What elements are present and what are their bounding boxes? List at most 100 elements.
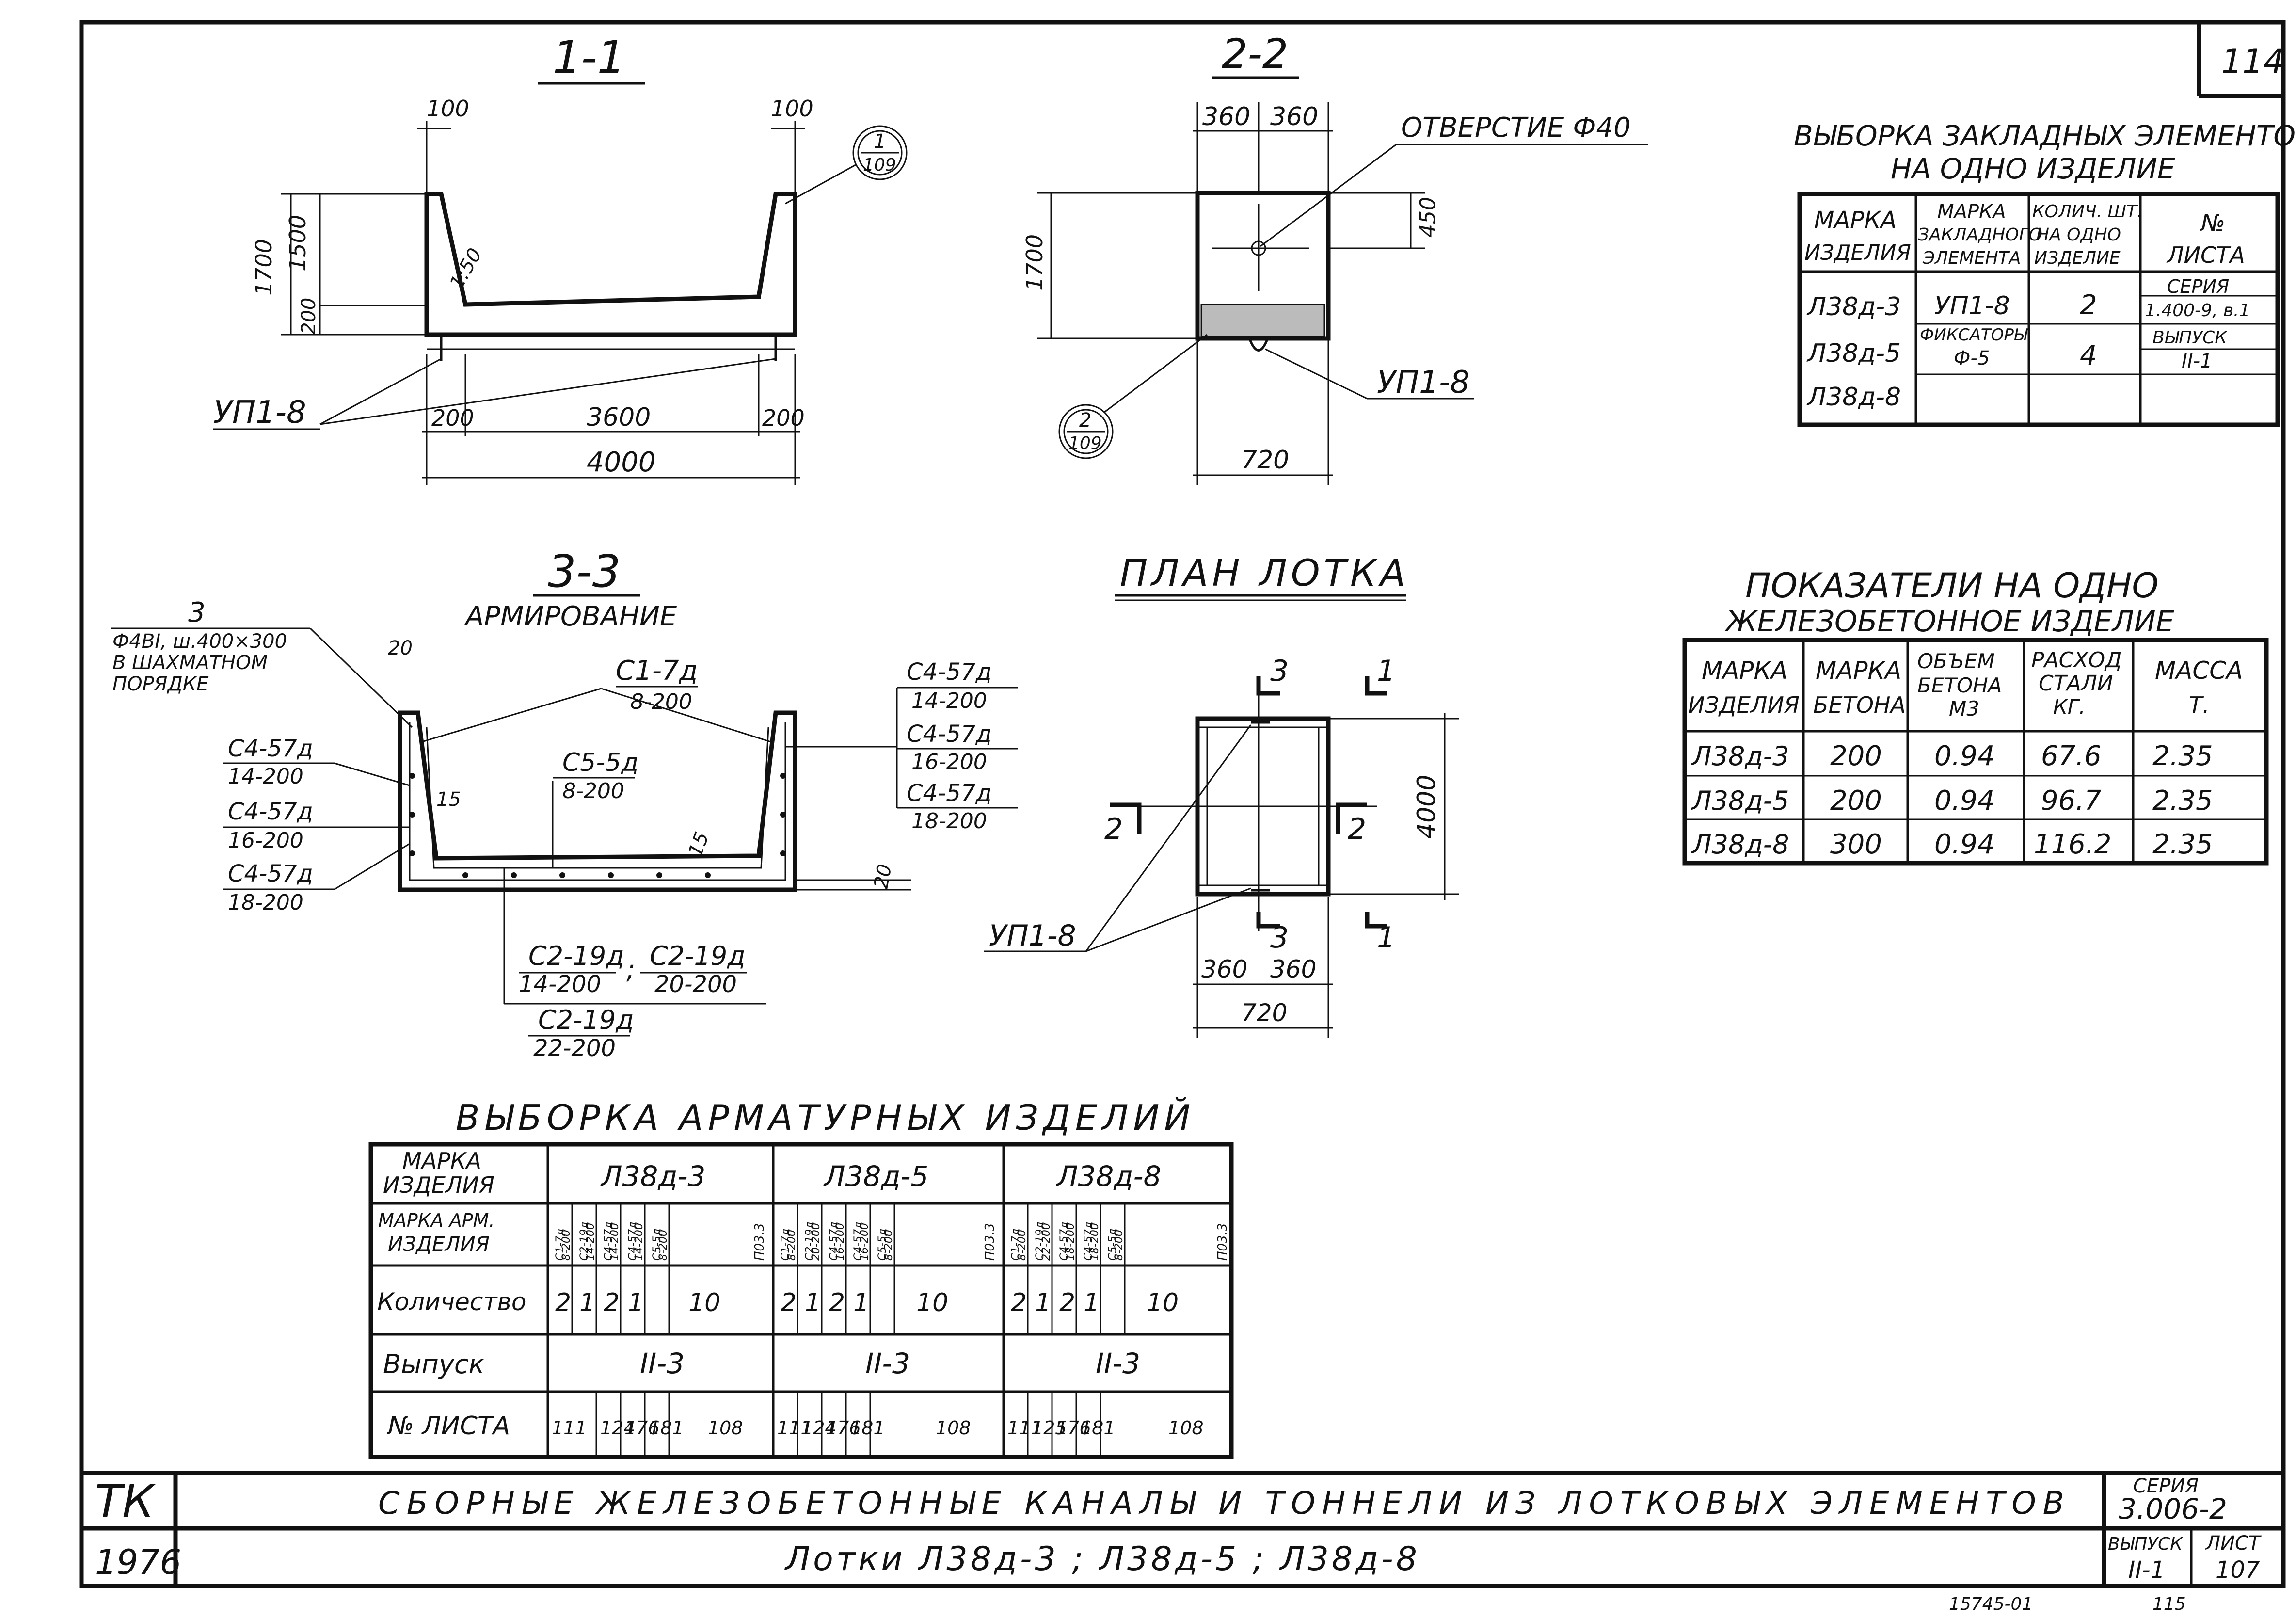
section-1-1-title: 1-1	[553, 32, 625, 83]
embedded-elements-table: ВЫБОРКА ЗАКЛАДНЫХ ЭЛЕМЕНТОВ НА ОДНО ИЗДЕ…	[1794, 119, 2296, 427]
sheet-p2-5: 108	[936, 1417, 971, 1439]
issue-p2: II-3	[865, 1347, 910, 1380]
emb-r2-sheet-2: II-1	[2182, 350, 2212, 372]
plan-title: ПЛАН ЛОТКА	[1120, 551, 1409, 594]
sheet-value: 107	[2216, 1556, 2260, 1584]
sheet-p3-4: 181	[1080, 1417, 1116, 1439]
ind-r2-steel: 96.7	[2041, 785, 2102, 817]
ind-h-steel-1: РАСХОД	[2031, 648, 2122, 673]
ind-r1-concrete: 200	[1830, 740, 1882, 772]
rebar-qty-label: Количество	[377, 1288, 526, 1316]
ind-h-mass-1: МАССА	[2155, 657, 2243, 685]
step-p1-1: 8-200	[560, 1230, 573, 1261]
rebar-h-mark-2: ИЗДЕЛИЯ	[383, 1172, 494, 1198]
emb-h-el-1: МАРКА	[1937, 201, 2006, 223]
emb-h-sheet-1: №	[2200, 209, 2225, 237]
rebar-issue-label: Выпуск	[383, 1349, 485, 1379]
s33-bottom-2a: С2-19д	[650, 941, 746, 971]
sheet-p2-1: 111	[777, 1417, 813, 1439]
plan-view: ПЛАН ЛОТКА 3 1 2 2 3 1 4000 УП1-8	[984, 551, 1459, 1038]
qty-p1-3: 2	[604, 1288, 620, 1317]
sheet-p3-5: 108	[1168, 1417, 1204, 1439]
rebar-title: ВЫБОРКА АРМАТУРНЫХ ИЗДЕЛИЙ	[456, 1097, 1195, 1138]
ind-h-vol-2: БЕТОНА	[1917, 673, 2002, 697]
dim-100-left: 100	[427, 96, 469, 122]
qty-p2-4: 1	[853, 1288, 869, 1317]
dim-200-vert: 200	[298, 298, 320, 335]
callout-1-top: 1	[874, 130, 886, 153]
s33-right-2a: С4-57д	[907, 721, 992, 748]
qty-p2-1: 2	[781, 1288, 797, 1317]
rebar-h-arm-1: МАРКА АРМ.	[378, 1210, 495, 1231]
sheet-p2-3: 176	[826, 1417, 861, 1439]
qty-p2-2: 1	[805, 1288, 821, 1317]
emb-r2-element-1: ФИКСАТОРЫ	[1920, 325, 2028, 345]
ind-r3-concrete: 300	[1830, 829, 1882, 860]
sheet-frame: 1 1 4	[79, 20, 2286, 1588]
ind-r2-mass: 2.35	[2152, 785, 2213, 817]
slope-label: 1:50	[446, 244, 487, 293]
item-p1-3: С4-57д	[603, 1221, 615, 1261]
s33-left-2a: С4-57д	[228, 798, 313, 825]
item-p2-1: С1-7д	[780, 1228, 792, 1261]
dim-360-left: 360	[1202, 102, 1250, 131]
sheet-p1-2: 124	[600, 1417, 636, 1439]
corner-sheet-number: 114	[2221, 43, 2284, 81]
step-p2-4: 16-200	[859, 1223, 871, 1261]
plan-mark-1-top: 1	[1377, 654, 1395, 688]
item-p3-2: С2-19д	[1034, 1221, 1046, 1261]
ind-r2-mark: Л38д-5	[1691, 785, 1789, 816]
sheet-p1-1: 111	[552, 1417, 587, 1439]
s33-dim-20-right: 20	[870, 863, 896, 891]
s33-c55-step: 8-200	[562, 779, 624, 803]
rebar-product-3: Л38д-8	[1056, 1160, 1161, 1193]
plan-mark-3-top: 3	[1270, 654, 1289, 688]
s33-rebar-2: В ШАХМАТНОМ	[112, 652, 268, 674]
step-p2-5: 8-200	[883, 1230, 895, 1261]
emb-r2-qty: 4	[2080, 340, 2097, 371]
s33-bottom-1b: 14-200	[519, 971, 601, 998]
ind-h-mass-2: Т.	[2189, 692, 2210, 718]
s33-dim-15-left: 15	[436, 788, 461, 811]
ind-r3-steel: 116.2	[2034, 829, 2111, 860]
issue-label: ВЫПУСК	[2108, 1534, 2183, 1554]
emb-product-2: Л38д-5	[1806, 339, 1901, 368]
s33-bottom-sep: ;	[626, 954, 635, 985]
issue-value: II-1	[2128, 1556, 2165, 1584]
section-3-3: 3-3 АРМИРОВАНИЕ 3 Ф4ВI, ш.400×300 В ШАХМ…	[111, 545, 1018, 1062]
s33-rebar-1: Ф4ВI, ш.400×300	[112, 630, 287, 653]
item-p1-4: С4-57д	[627, 1221, 639, 1261]
callout-2-bottom: 109	[1068, 433, 1102, 453]
emb-h-qty-3: ИЗДЕЛИЕ	[2034, 248, 2121, 268]
qty-p2-3: 2	[829, 1288, 845, 1317]
ind-r3-mass: 2.35	[2152, 829, 2213, 860]
item-p2-2: С2-19д	[804, 1221, 816, 1261]
section-2-2: 2-2 360 360 ОТВЕРСТИЕ Ф40 450 1700 2 109…	[1021, 30, 1648, 485]
item-p1-1: С1-7д	[554, 1228, 566, 1261]
emb-h-qty-1: КОЛИЧ. ШТ.	[2032, 202, 2142, 222]
plan-mark-2-right: 2	[1348, 812, 1366, 846]
ind-h-mark-2: ИЗДЕЛИЯ	[1688, 692, 1800, 718]
qty-p1-5: 10	[688, 1288, 720, 1317]
ind-r2-concrete: 200	[1830, 785, 1882, 817]
ind-r1-mass: 2.35	[2152, 740, 2213, 772]
sheet-p1-5: 108	[708, 1417, 743, 1439]
plan-mark-1-bottom: 1	[1377, 921, 1395, 955]
item-p2-4: С4-57д	[852, 1221, 864, 1261]
qty-p3-4: 1	[1084, 1288, 1100, 1317]
rebar-sheet-label: № ЛИСТА	[386, 1411, 510, 1441]
qty-p2-5: 10	[916, 1288, 948, 1317]
s33-bottom-1a: С2-19д	[528, 941, 624, 971]
ind-h-conc-2: БЕТОНА	[1813, 692, 1906, 718]
s33-left-1a: С4-57д	[228, 735, 313, 762]
rebar-product-2: Л38д-5	[823, 1160, 928, 1193]
s33-n3: 3	[188, 597, 206, 628]
qty-p3-2: 1	[1035, 1288, 1051, 1317]
step-p2-2: 20-200	[810, 1223, 822, 1261]
hole-label: ОТВЕРСТИЕ Ф40	[1401, 112, 1631, 144]
plan-dim-720: 720	[1241, 999, 1287, 1027]
s33-right-2b: 16-200	[911, 750, 987, 774]
emb-h-mark-1: МАРКА	[1814, 207, 1897, 234]
sheet-title: СБОРНЫЕ ЖЕЛЕЗОБЕТОННЫЕ КАНАЛЫ И ТОННЕЛИ …	[378, 1486, 2071, 1522]
emb-product-3: Л38д-8	[1806, 383, 1901, 412]
